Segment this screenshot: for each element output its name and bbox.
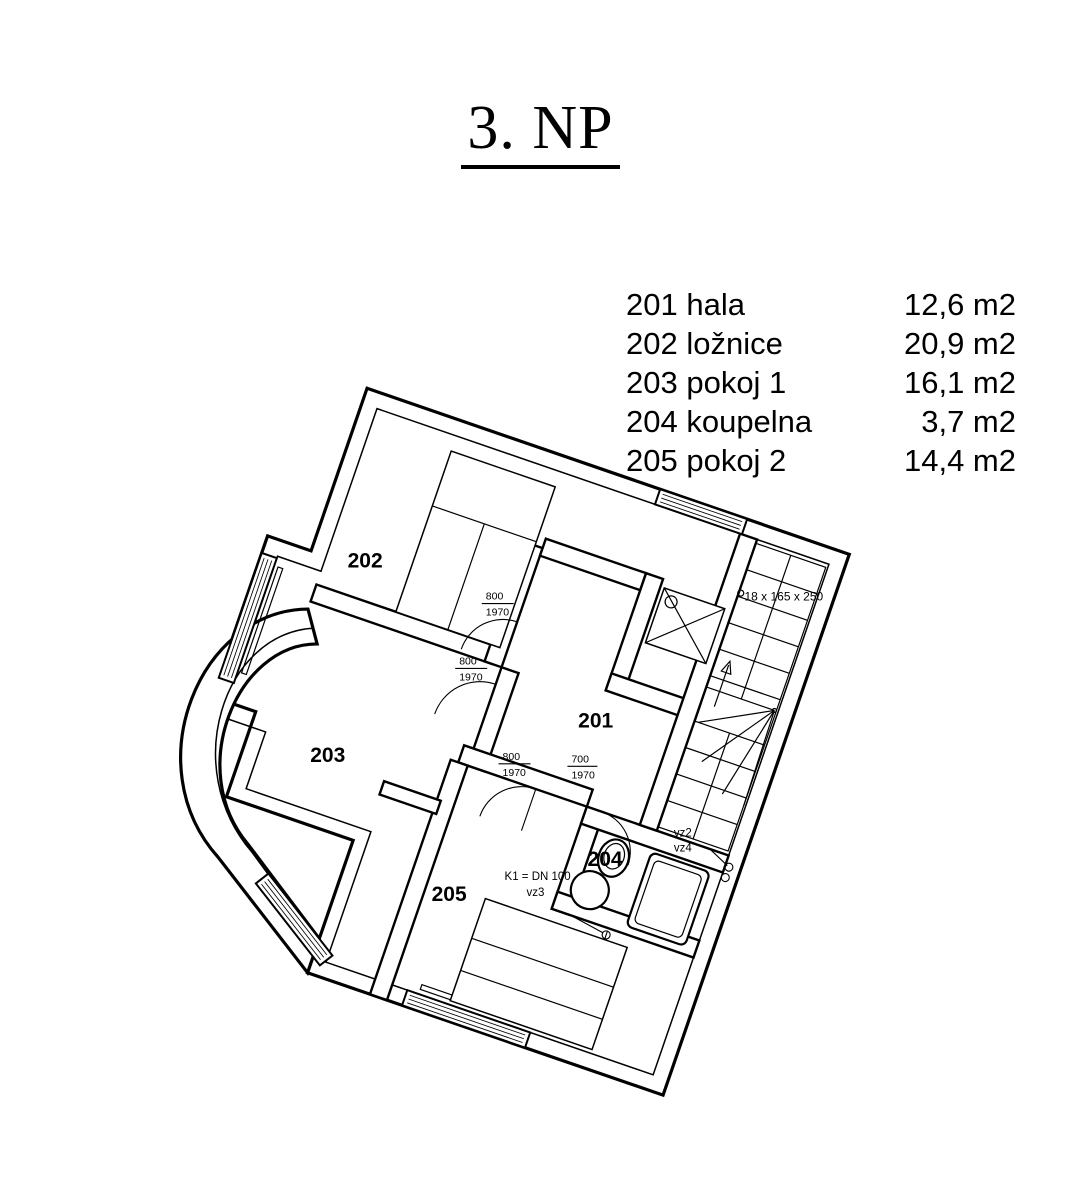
annotation-vz2: vz2	[674, 828, 692, 840]
door-204: 700 1970	[567, 753, 642, 866]
legend-room-name: 202 ložnice	[626, 326, 783, 361]
door-dim-width: 700	[571, 753, 589, 765]
shaft-201	[644, 586, 726, 665]
door-dim-width: 800	[459, 655, 477, 667]
door-dim-height: 1970	[571, 769, 595, 781]
legend-room-name: 201 hala	[626, 287, 745, 322]
annotation-vz4: vz4	[674, 843, 693, 855]
plumbing-annotations: vz2 vz4 K1 = DN 100 vz3	[505, 828, 734, 940]
floor-plan-drawing: 18 x 165 x 250 800 1970 800 1970	[179, 386, 852, 1098]
window-205	[400, 983, 532, 1049]
room-label-205: 205	[432, 883, 467, 906]
window-202	[217, 551, 284, 685]
room-legend: 201 hala 12,6 m2 202 ložnice 20,9 m2 203…	[626, 285, 1016, 480]
legend-room-name: 205 pokoj 2	[626, 443, 787, 478]
legend-room-name: 203 pokoj 1	[626, 365, 787, 400]
legend-room-area: 12,6 m2	[903, 287, 1016, 322]
legend-room-area: 3,7 m2	[921, 404, 1016, 439]
door-203: 800 1970	[434, 655, 497, 730]
room-labels: 202 201 203 204 205	[310, 550, 623, 907]
stair-dimension-note: 18 x 165 x 250	[744, 590, 823, 604]
room-label-201: 201	[578, 709, 613, 732]
floor-plan: 18 x 165 x 250 800 1970 800 1970	[60, 320, 920, 1180]
room-label-204: 204	[588, 848, 623, 871]
title-block: 3. NP	[0, 95, 1081, 170]
bathroom-fixtures-204	[569, 838, 710, 946]
room-label-202: 202	[348, 550, 383, 573]
door-dim-height: 1970	[486, 607, 510, 619]
legend-row: 204 koupelna 3,7 m2	[626, 402, 1016, 441]
door-dim-height: 1970	[459, 671, 483, 683]
page-title: 3. NP	[461, 95, 620, 170]
legend-room-area: 14,4 m2	[903, 443, 1016, 478]
annotation-k1: K1 = DN 100	[505, 871, 571, 883]
bed-205	[449, 897, 629, 1051]
annotation-vz3: vz3	[527, 887, 545, 899]
legend-room-name: 204 koupelna	[626, 404, 813, 439]
staircase: 18 x 165 x 250	[657, 542, 827, 852]
legend-row: 205 pokoj 2 14,4 m2	[626, 441, 1016, 480]
legend-row: 202 ložnice 20,9 m2	[626, 324, 1016, 363]
legend-room-area: 20,9 m2	[903, 326, 1016, 361]
window-stair	[653, 487, 749, 536]
bed-202	[394, 450, 557, 649]
legend-row: 201 hala 12,6 m2	[626, 285, 1016, 324]
room-label-203: 203	[310, 744, 345, 767]
door-205: 800 1970	[479, 751, 537, 831]
plan-rotation-group: 18 x 165 x 250 800 1970 800 1970	[179, 386, 852, 1098]
legend-room-area: 16,1 m2	[903, 365, 1016, 400]
curved-bay-wall	[179, 607, 322, 977]
legend-row: 203 pokoj 1 16,1 m2	[626, 363, 1016, 402]
door-dim-height: 1970	[503, 767, 527, 779]
door-202: 800 1970	[460, 591, 518, 664]
door-dim-width: 800	[503, 751, 521, 763]
window-203-lower	[254, 872, 334, 967]
door-dim-width: 800	[486, 591, 504, 603]
